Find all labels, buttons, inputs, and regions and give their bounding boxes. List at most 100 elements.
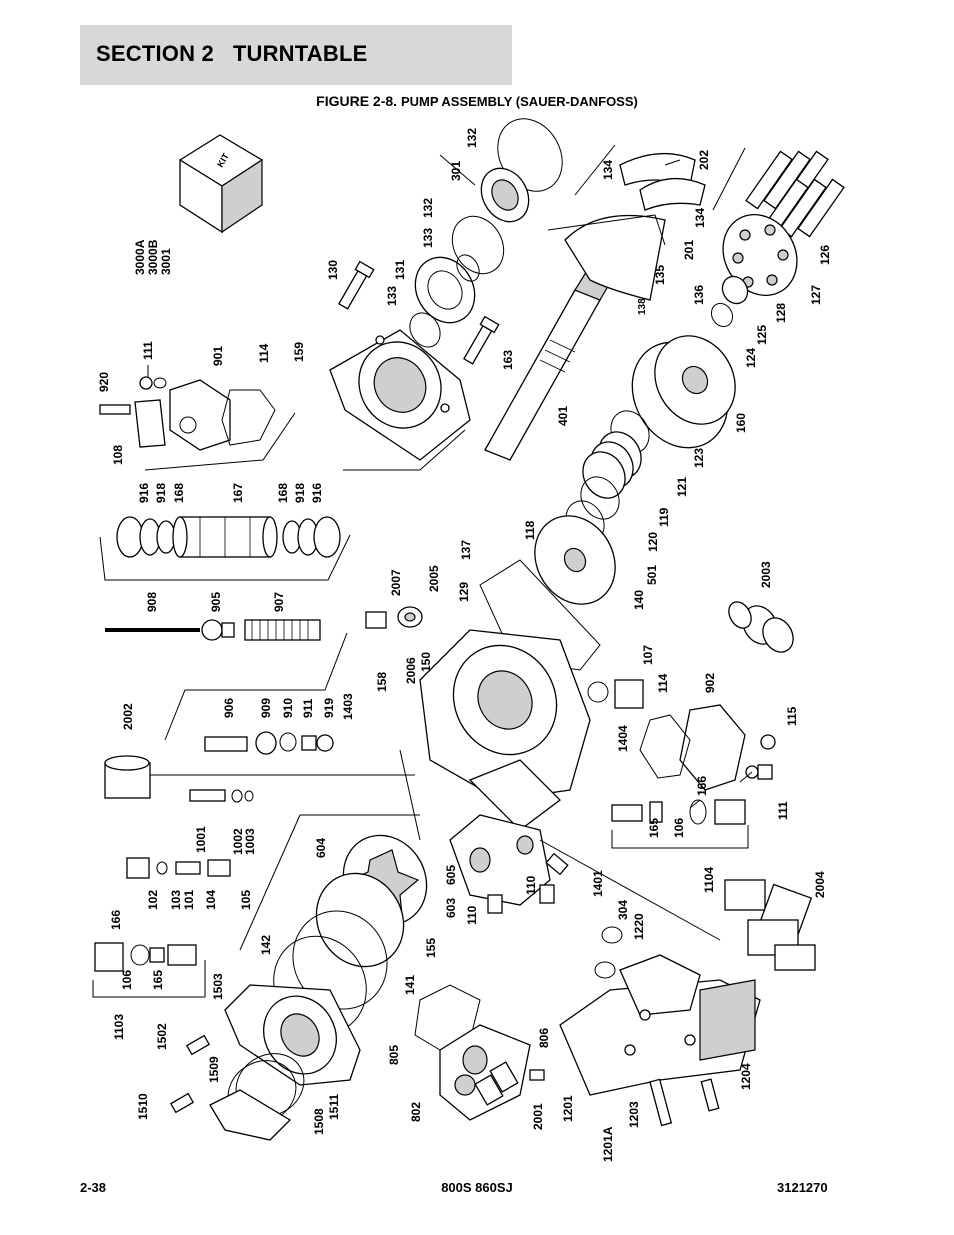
callout-label: 1220 <box>632 913 646 940</box>
callout-label: 127 <box>809 285 823 305</box>
callout-label: 134 <box>601 160 615 180</box>
callout-label: 158 <box>375 672 389 692</box>
callout-label: 304 <box>616 900 630 920</box>
callout-label: 163 <box>501 350 515 370</box>
callout-label: 911 <box>301 698 315 718</box>
callout-label: 131 <box>393 260 407 280</box>
callout-label: 1104 <box>702 867 716 893</box>
callout-label: 805 <box>387 1045 401 1065</box>
callout-label: 2006 <box>404 657 418 684</box>
callout-label: 125 <box>755 325 769 345</box>
callout-label: 604 <box>314 838 328 858</box>
callout-label: 916 <box>137 483 151 503</box>
callout-label: 124 <box>744 348 758 368</box>
callout-label: 111 <box>141 341 155 360</box>
callout-label: 134 <box>693 208 707 228</box>
callout-label: 111 <box>776 801 790 820</box>
callout-label: 101 <box>182 890 196 910</box>
callout-label: 130 <box>326 260 340 280</box>
callout-label: 2005 <box>427 565 441 592</box>
callout-label: 168 <box>172 483 186 503</box>
callout-label: 108 <box>111 445 125 465</box>
kit-box-illustration: KIT <box>178 134 264 234</box>
callout-label: 107 <box>641 645 655 665</box>
callout-label: 126 <box>818 245 832 265</box>
callout-label: 905 <box>209 592 223 612</box>
callout-label: 1509 <box>207 1056 221 1083</box>
callout-label: 118 <box>523 520 537 540</box>
section-header: SECTION 2 TURNTABLE <box>80 25 512 85</box>
callout-label: 115 <box>785 706 799 726</box>
callout-label: 918 <box>293 483 307 503</box>
footer-doc-number: 3121270 <box>777 1180 828 1195</box>
callout-label: 908 <box>145 592 159 612</box>
callout-label: 167 <box>231 483 245 503</box>
callout-label: 3000A <box>133 239 147 275</box>
callout-label: 2002 <box>121 703 135 730</box>
callout-label: 1508 <box>312 1108 326 1135</box>
callout-label: 159 <box>292 342 306 362</box>
footer-model: 800S 860SJ <box>441 1180 513 1195</box>
front-housing <box>329 329 471 461</box>
callout-label: 1503 <box>211 973 225 1000</box>
callout-label: 141 <box>403 975 417 995</box>
fitting-2003 <box>728 601 794 653</box>
callout-label: 906 <box>222 698 236 718</box>
figure-title: PUMP ASSEMBLY (SAUER-DANFOSS) <box>400 94 638 109</box>
callout-label: 1103 <box>112 1014 126 1040</box>
plug-2002 <box>104 755 151 799</box>
callout-label: 128 <box>774 303 788 323</box>
callout-label: 160 <box>734 413 748 433</box>
callout-label: 165 <box>647 818 661 838</box>
main-housing <box>419 629 591 831</box>
callout-label: 102 <box>146 890 160 910</box>
callout-label: 140 <box>632 590 646 610</box>
callout-label: 1510 <box>136 1093 150 1120</box>
callout-label: 1201 <box>561 1095 575 1122</box>
callout-label: 919 <box>322 698 336 718</box>
callout-label: 2003 <box>759 561 773 588</box>
callout-label: 802 <box>409 1102 423 1122</box>
spring-907 <box>244 619 321 641</box>
callout-label: 142 <box>259 935 273 955</box>
callout-label: 132 <box>421 198 435 218</box>
callout-label: 166 <box>109 910 123 930</box>
callout-label: 909 <box>259 698 273 718</box>
cylinder-block <box>631 335 736 449</box>
callout-label: 301 <box>449 161 463 181</box>
callout-label: 920 <box>97 372 111 392</box>
callout-label: 1204 <box>739 1063 753 1090</box>
callout-label: 137 <box>459 540 473 560</box>
callout-label: 1403 <box>341 693 355 720</box>
callout-label: 106 <box>120 970 134 990</box>
callout-label: 138 <box>637 298 648 315</box>
callout-label: 806 <box>537 1028 551 1048</box>
callout-label: 3000B <box>146 239 160 275</box>
callout-label: 120 <box>646 532 660 552</box>
callout-label: 105 <box>239 890 253 910</box>
callout-label: 1003 <box>243 828 257 855</box>
callout-label: 1002 <box>231 828 245 855</box>
callout-label: 202 <box>697 150 711 170</box>
callout-label: 2001 <box>531 1103 545 1130</box>
callout-label: 110 <box>465 905 479 925</box>
drawing-artwork: KIT <box>92 118 845 1141</box>
callout-label: 110 <box>524 875 538 895</box>
callout-label: 150 <box>419 652 433 672</box>
callout-label: 916 <box>310 483 324 503</box>
callout-label: 133 <box>421 228 435 248</box>
callout-label: 104 <box>204 890 218 910</box>
callout-label: 3001 <box>159 248 173 275</box>
callout-label: 155 <box>424 938 438 958</box>
callout-label: 201 <box>682 240 696 260</box>
callout-label: 401 <box>556 406 570 426</box>
callout-label: 129 <box>457 582 471 602</box>
callout-label: 907 <box>272 592 286 612</box>
callout-label: 114 <box>257 343 271 363</box>
callout-label: 902 <box>703 673 717 693</box>
callout-label: 603 <box>444 898 458 918</box>
callout-label: 166 <box>695 776 709 796</box>
callout-label: 1001 <box>194 826 208 853</box>
callout-label: 168 <box>276 483 290 503</box>
